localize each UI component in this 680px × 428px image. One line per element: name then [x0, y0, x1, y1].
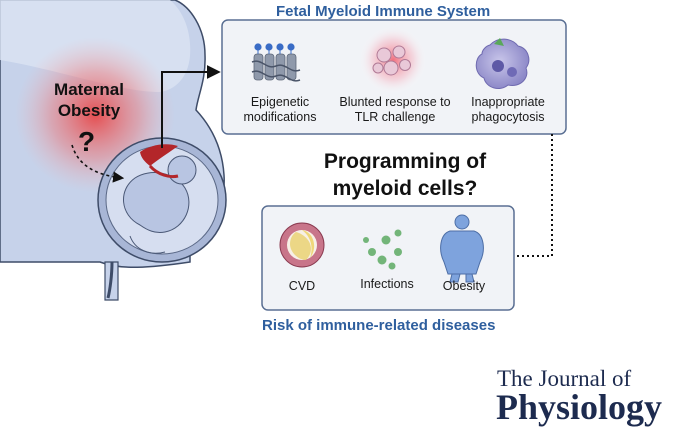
artery-plaque-icon [279, 222, 325, 268]
cvd-label: CVD [288, 279, 316, 293]
top-panel-title: Fetal Myeloid Immune System [276, 3, 491, 20]
programming-question: Programming of myeloid cells? [323, 150, 487, 200]
panel-to-risk-arrow [495, 134, 553, 263]
maternal-obesity-label: Maternal Obesity [54, 80, 124, 120]
bottom-panel-title: Risk of immune-related diseases [262, 317, 496, 334]
blunted-response-label: Blunted response to TLR challenge [339, 95, 451, 124]
journal-title-line1: The Journal of [497, 366, 632, 391]
journal-title-line2: Physiology [496, 387, 663, 427]
placenta [140, 144, 178, 166]
maternal-to-fetus-arrow [71, 144, 125, 183]
fetus-to-panel-arrow [161, 65, 221, 148]
obese-person-icon [440, 214, 484, 283]
virus-icon [363, 229, 402, 270]
blunted-cell-icon [359, 26, 427, 94]
maternal-question-mark: ? [78, 126, 96, 157]
obesity-label: Obesity [442, 279, 486, 293]
phagocytosis-label: Inappropriate phagocytosis [471, 95, 545, 124]
macrophage-icon [475, 38, 530, 89]
epigenetic-label: Epigenetic modifications [243, 95, 317, 124]
infections-label: Infections [360, 277, 414, 291]
chromatin-icon [251, 43, 301, 82]
